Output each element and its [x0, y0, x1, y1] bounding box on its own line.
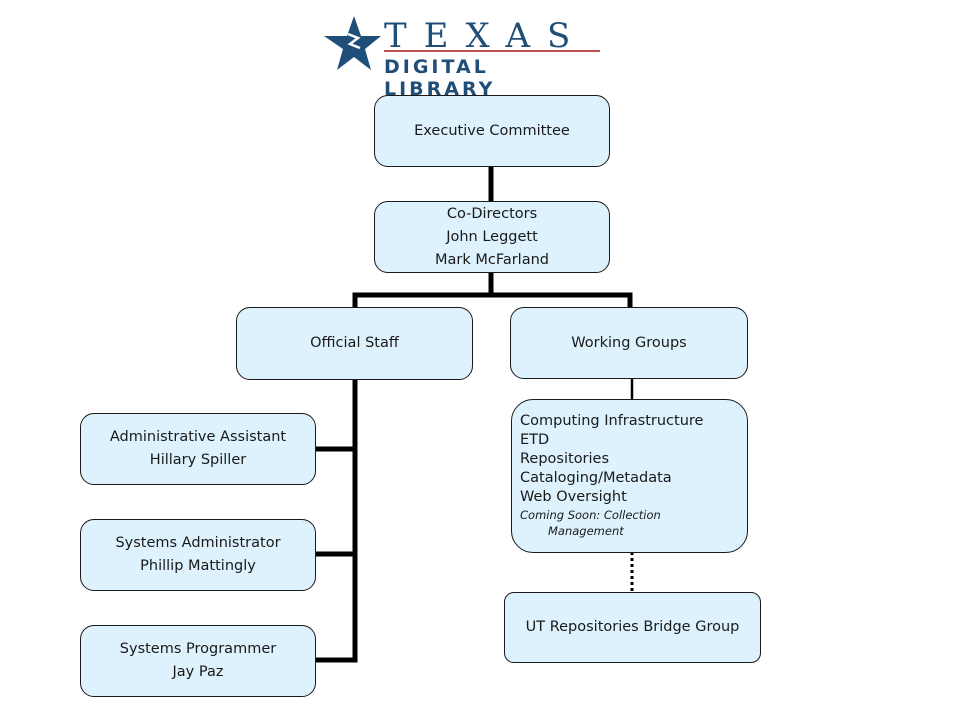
staff-name: Hillary Spiller	[149, 452, 247, 468]
codirectors-title: Co-Directors	[446, 205, 538, 222]
codirectors-box: Co-Directors John Leggett Mark McFarland	[374, 201, 610, 273]
coming-soon-note-continued: Management	[548, 524, 624, 538]
staff-member-box: Administrative Assistant Hillary Spiller	[80, 413, 316, 485]
staff-name: Jay Paz	[172, 664, 224, 680]
coming-soon-note: Coming Soon: Collection	[520, 508, 661, 522]
codirector-name: Mark McFarland	[434, 251, 549, 268]
connector-staff-trunk	[316, 378, 358, 663]
executive-committee-box: Executive Committee	[374, 95, 610, 167]
official-staff-box: Official Staff	[236, 307, 473, 380]
staff-role: Systems Administrator	[115, 535, 281, 551]
staff-member-box: Systems Administrator Phillip Mattingly	[80, 519, 316, 591]
bridge-group-label: UT Repositories Bridge Group	[525, 619, 740, 635]
staff-role: Systems Programmer	[119, 641, 277, 657]
working-groups-box: Working Groups	[510, 307, 748, 379]
connector-split-branches	[352, 292, 633, 308]
staff-name: Phillip Mattingly	[140, 558, 256, 574]
official-staff-label: Official Staff	[310, 335, 399, 351]
codirector-name: John Leggett	[446, 228, 538, 245]
bridge-group-box: UT Repositories Bridge Group	[504, 592, 761, 663]
working-group-item: Repositories	[520, 451, 610, 467]
logo-rule	[384, 50, 600, 52]
working-groups-list-box: Computing Infrastructure ETD Repositorie…	[511, 399, 748, 553]
staff-member-box: Systems Programmer Jay Paz	[80, 625, 316, 697]
working-group-item: Cataloging/Metadata	[520, 470, 672, 486]
logo-subtitle: DIGITAL LIBRARY	[384, 56, 496, 100]
logo-word: TEXAS	[384, 16, 588, 56]
texas-digital-library-logo: TEXAS DIGITAL LIBRARY	[318, 14, 608, 100]
executive-committee-label: Executive Committee	[414, 122, 570, 139]
staff-role: Administrative Assistant	[109, 429, 287, 445]
working-groups-label: Working Groups	[571, 334, 687, 351]
star-icon	[324, 16, 381, 70]
working-group-item: ETD	[520, 432, 550, 448]
working-group-item: Computing Infrastructure	[520, 413, 704, 429]
working-group-item: Web Oversight	[520, 489, 627, 505]
